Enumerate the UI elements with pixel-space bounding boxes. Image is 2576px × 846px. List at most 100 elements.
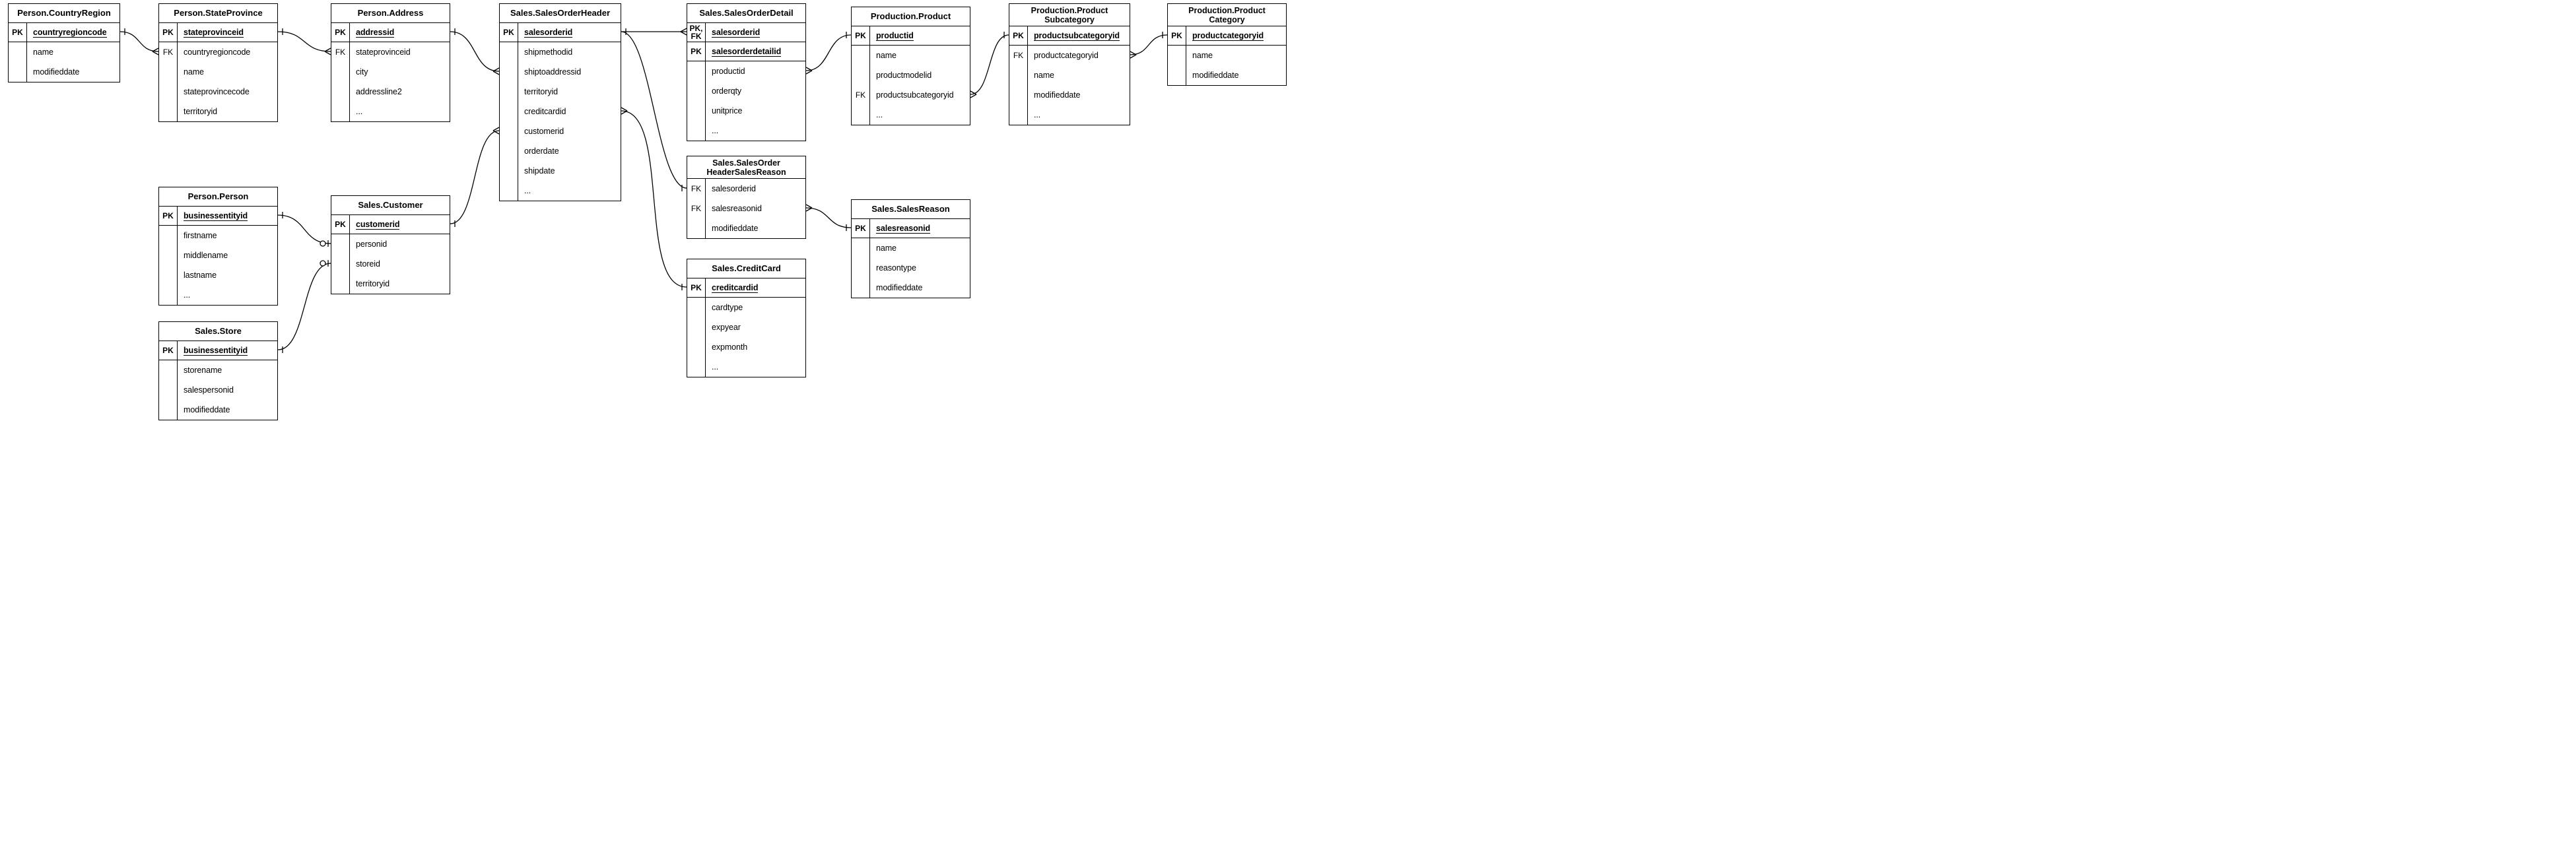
- key-cell: [500, 141, 518, 161]
- key-cell: [687, 337, 706, 357]
- key-cell: [852, 105, 870, 125]
- row-ellipsis: ...: [159, 285, 277, 305]
- connector-sales-customer-customerid-to-sales-salesorderheader-customerid[interactable]: [450, 127, 500, 227]
- edge-line: [621, 110, 687, 288]
- row-productid: productid: [687, 61, 805, 81]
- edge-line: [277, 214, 331, 244]
- table-title: Sales.SalesOrderDetail: [687, 4, 805, 23]
- attr-name: productid: [712, 67, 745, 76]
- key-cell: [159, 285, 178, 305]
- attr-name: storeid: [356, 259, 380, 269]
- edge-line: [277, 31, 331, 52]
- row-ellipsis: ...: [687, 121, 805, 141]
- attr-name: lastname: [184, 271, 217, 280]
- key-cell: PK: [687, 42, 706, 61]
- attr-name: name: [876, 244, 897, 253]
- connector-production-product-productsubcategoryid-to-production-productsubcategory-productsubcategoryid[interactable]: [970, 32, 1009, 98]
- key-cell: FK: [687, 199, 706, 218]
- row-cardtype: cardtype: [687, 298, 805, 317]
- key-cell: [331, 82, 350, 102]
- key-cell: [852, 258, 870, 278]
- key-cell: [687, 81, 706, 101]
- connector-person-address-addressid-to-sales-salesorderheader-shiptoaddressid[interactable]: [450, 28, 500, 75]
- row-territoryid: territoryid: [159, 102, 277, 121]
- connector-sales-salesorderdetail-productid-to-production-product-productid[interactable]: [805, 32, 852, 75]
- row-stateprovincecode: stateprovincecode: [159, 82, 277, 102]
- connector-person-stateprovince-stateprovinceid-to-person-address-stateprovinceid[interactable]: [277, 28, 331, 55]
- attr-name: modifieddate: [712, 224, 759, 233]
- attr-name: productmodelid: [876, 71, 932, 80]
- row-name: name: [1009, 65, 1130, 85]
- key-cell: [331, 62, 350, 82]
- attr-name: expmonth: [712, 342, 748, 352]
- row-name: name: [852, 46, 970, 65]
- attr-name: personid: [356, 240, 388, 249]
- marker-crowfoot-icon: [680, 28, 687, 36]
- connector-sales-store-businessentityid-to-sales-customer-storeid[interactable]: [277, 260, 331, 353]
- attr-name: unitprice: [712, 106, 743, 115]
- row-modifieddate: modifieddate: [1009, 85, 1130, 105]
- row-city: city: [331, 62, 450, 82]
- attr-name: salesreasonid: [876, 223, 931, 234]
- key-cell: [500, 82, 518, 102]
- edge-line: [450, 130, 500, 224]
- attr-name: productcategoryid: [1034, 51, 1099, 60]
- connector-production-productsubcategory-productcategoryid-to-production-productcategory-productcategoryid[interactable]: [1130, 32, 1168, 59]
- table-title: Sales.SalesOrder HeaderSalesReason: [687, 156, 805, 179]
- key-cell: PK: [159, 23, 178, 42]
- attr-name: territoryid: [356, 279, 390, 288]
- attr-name: ...: [1034, 110, 1041, 119]
- attr-name: salesreasonid: [712, 204, 762, 213]
- key-cell: [331, 254, 350, 274]
- key-cell: [687, 61, 706, 81]
- attr-name: middlename: [184, 251, 228, 260]
- row-shipmethodid: shipmethodid: [500, 42, 621, 62]
- row-territoryid: territoryid: [500, 82, 621, 102]
- marker-zero-circle-icon: [320, 260, 326, 267]
- row-salesorderdetailid: PK salesorderdetailid: [687, 42, 805, 61]
- connector-sales-salesorderheader-creditcardid-to-sales-creditcard-creditcardid[interactable]: [621, 107, 687, 290]
- connector-sales-salesorderheader-salesorderid-to-sales-salesorderdetail-salesorderid[interactable]: [621, 28, 687, 36]
- key-cell: [500, 181, 518, 201]
- key-cell: [687, 298, 706, 317]
- connector-sales-salesorderheadersalesreason-salesreasonid-to-sales-salesreason-salesreasonid[interactable]: [805, 204, 852, 231]
- attr-name: name: [1192, 51, 1213, 60]
- connector-person-countryregion-countryregioncode-to-person-stateprovince-countryregioncode[interactable]: [119, 28, 159, 55]
- key-cell: [1168, 46, 1186, 65]
- connector-sales-salesorderheader-salesorderid-to-sales-salesorderheadersalesreason-salesorderid[interactable]: [621, 31, 687, 191]
- row-expmonth: expmonth: [687, 337, 805, 357]
- edge-line: [277, 263, 331, 350]
- attr-name: countryregioncode: [33, 27, 107, 38]
- connector-person-person-businessentityid-to-sales-customer-personid[interactable]: [277, 212, 331, 247]
- row-orderdate: orderdate: [500, 141, 621, 161]
- row-shiptoaddressid: shiptoaddressid: [500, 62, 621, 82]
- row-ellipsis: ...: [852, 105, 970, 125]
- marker-crowfoot-icon: [324, 48, 331, 55]
- table-title: Production.Product Subcategory: [1009, 4, 1130, 26]
- attr-name: salesorderdetailid: [712, 46, 782, 57]
- table-title: Sales.SalesOrderHeader: [500, 4, 621, 23]
